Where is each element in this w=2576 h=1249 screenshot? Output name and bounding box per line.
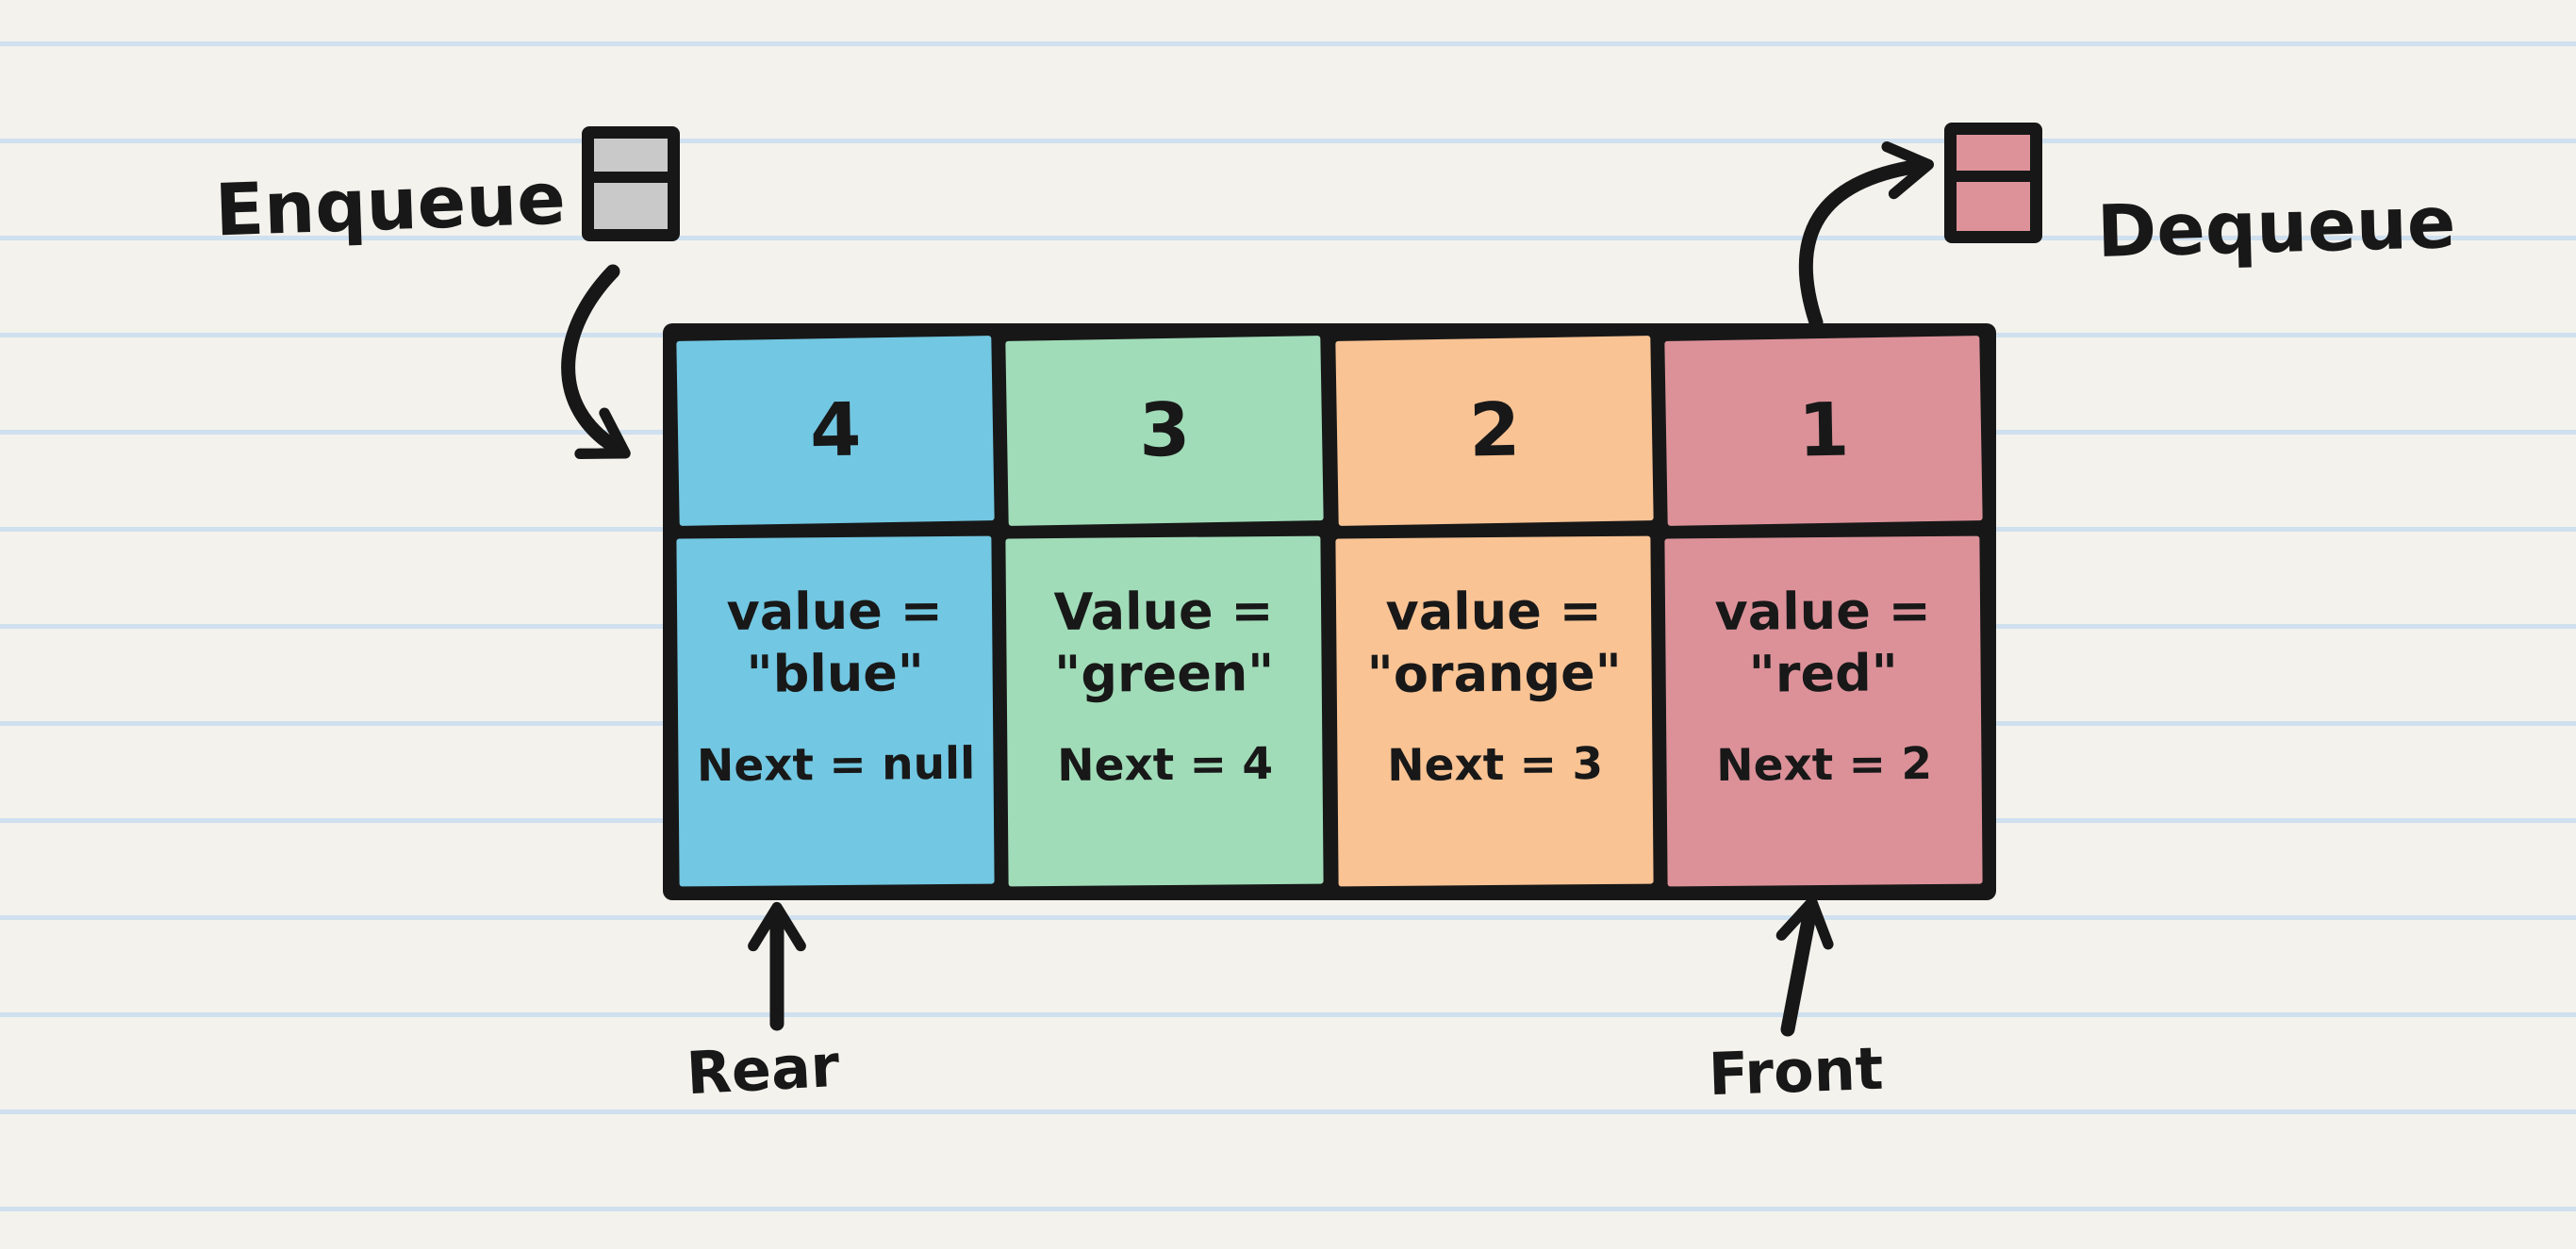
queue-cell-header-2: 2 <box>1334 336 1654 526</box>
cell-value: "green" <box>1054 642 1275 704</box>
queue-cell-header-1: 1 <box>1664 336 1983 526</box>
cell-value-label: value = <box>1384 581 1602 643</box>
cell-next: Next = 2 <box>1715 737 1933 792</box>
dequeue-node-icon <box>1944 123 2042 243</box>
cell-value-label: value = <box>1714 581 1931 643</box>
cell-next: Next = null <box>696 737 976 793</box>
queue-cell-header-3: 3 <box>1005 336 1325 526</box>
cell-value: "blue" <box>746 643 925 704</box>
enqueue-arrow <box>561 264 631 459</box>
node-bottom-slot <box>594 172 668 229</box>
node-top-slot <box>594 139 668 173</box>
front-arrow <box>1775 896 1834 1037</box>
queue-table: 4 3 2 1 value = "blue" Next = null Value… <box>663 323 1996 900</box>
queue-cell-header-4: 4 <box>676 336 995 526</box>
cell-value: "red" <box>1748 643 1898 704</box>
dequeue-label: Dequeue <box>2095 180 2457 273</box>
cell-value-label: Value = <box>1053 580 1275 643</box>
node-bottom-slot <box>1957 170 2030 231</box>
queue-cell-body-4: value = "blue" Next = null <box>676 535 995 887</box>
queue-cell-body-3: Value = "green" Next = 4 <box>1005 535 1325 887</box>
rear-label: Rear <box>685 1030 842 1109</box>
enqueue-label: Enqueue <box>213 156 568 253</box>
cell-value: "orange" <box>1365 642 1622 705</box>
cell-next: Next = 3 <box>1386 737 1603 792</box>
cell-next: Next = 4 <box>1057 737 1274 792</box>
enqueue-node-icon <box>582 126 680 241</box>
queue-cell-body-1: value = "red" Next = 2 <box>1664 535 1983 887</box>
front-label: Front <box>1707 1033 1885 1109</box>
cell-value-label: value = <box>726 581 944 643</box>
node-top-slot <box>1957 135 2030 171</box>
queue-cell-body-2: value = "orange" Next = 3 <box>1334 535 1654 887</box>
dequeue-arrow <box>1798 141 1935 330</box>
